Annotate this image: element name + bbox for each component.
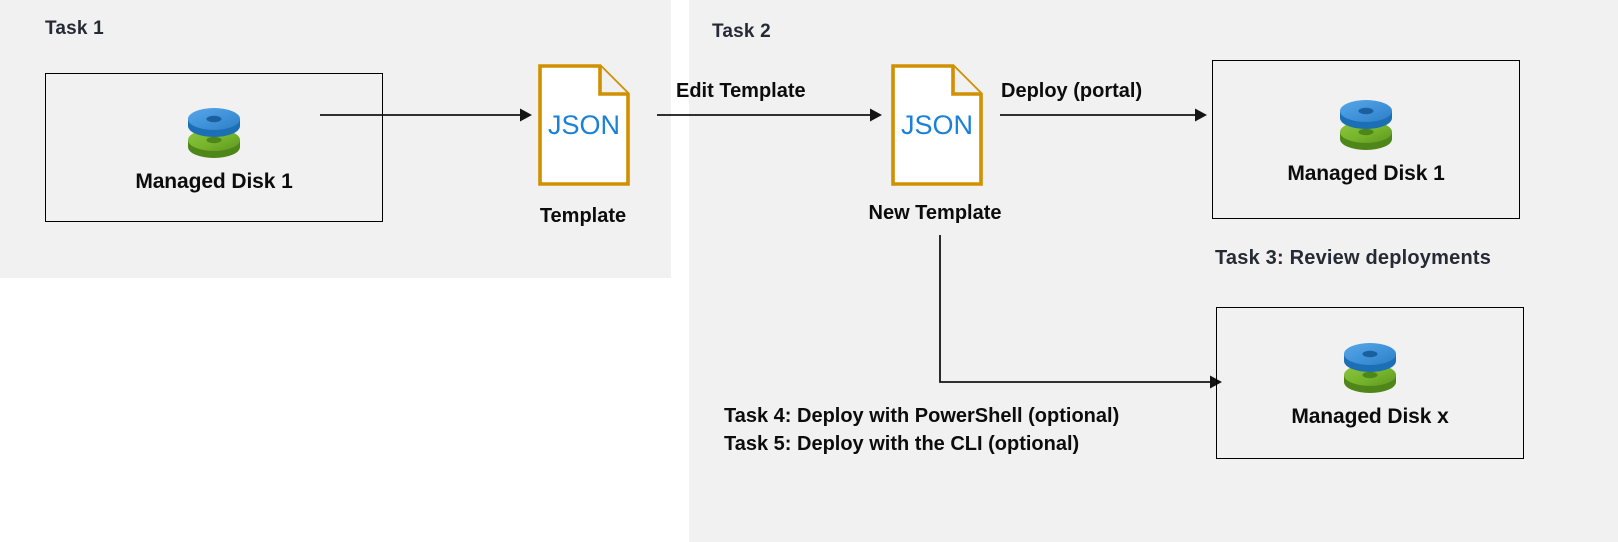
json-label: JSON xyxy=(901,110,973,140)
task-5-annotation: Task 5: Deploy with the CLI (optional) xyxy=(724,433,1080,456)
json-file-icon-template: JSON xyxy=(538,64,630,191)
managed-disk-label: Managed Disk 1 xyxy=(1287,161,1445,185)
deploy-portal-label: Deploy (portal) xyxy=(1001,80,1143,102)
managed-disk-label: Managed Disk x xyxy=(1291,405,1449,428)
new-template-caption: New Template xyxy=(868,202,1002,224)
task-2-heading: Task 2 xyxy=(712,21,771,42)
managed-disk-icon xyxy=(1341,337,1399,398)
task2-panel xyxy=(689,0,1618,542)
managed-disk-icon xyxy=(185,102,243,163)
task-1-heading: Task 1 xyxy=(45,18,104,39)
disk-box-content: Managed Disk 1 xyxy=(1213,94,1519,186)
arrow-deploy-portal xyxy=(1000,108,1207,122)
arrow-new-template-to-disk-x xyxy=(939,235,1222,389)
arrow-disk-to-template xyxy=(320,108,532,122)
arrow-edit-template xyxy=(657,108,882,122)
json-file-icon-new-template: JSON xyxy=(891,64,983,191)
disk-box-content: Managed Disk 1 xyxy=(46,102,382,194)
managed-disk-1-box-portal: Managed Disk 1 xyxy=(1212,60,1520,219)
managed-disk-1-box-source: Managed Disk 1 xyxy=(45,73,383,222)
disk-box-content: Managed Disk x xyxy=(1217,337,1523,429)
edit-template-label: Edit Template xyxy=(676,80,806,102)
managed-disk-x-box: Managed Disk x xyxy=(1216,307,1524,459)
managed-disk-icon xyxy=(1337,94,1395,155)
template-caption: Template xyxy=(539,205,627,227)
task-3-annotation: Task 3: Review deployments xyxy=(1215,247,1492,269)
task-4-annotation: Task 4: Deploy with PowerShell (optional… xyxy=(724,405,1120,427)
optional-tasks-annotations: Task 4: Deploy with PowerShell (optional… xyxy=(724,402,1119,459)
managed-disk-label: Managed Disk 1 xyxy=(135,169,293,193)
json-label: JSON xyxy=(548,110,620,140)
